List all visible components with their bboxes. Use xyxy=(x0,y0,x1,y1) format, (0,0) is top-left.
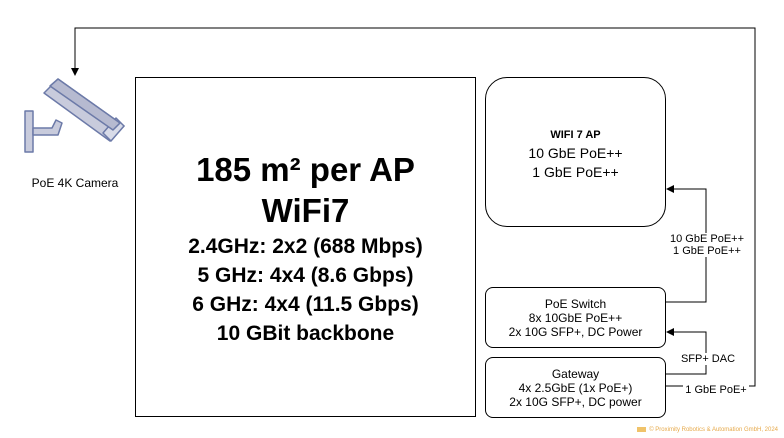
ap-title: WIFI 7 AP xyxy=(550,129,601,141)
coverage-area-text: 185 m² per AP xyxy=(196,151,415,188)
wifi7-ap-box: WIFI 7 AP 10 GbE PoE++ 1 GbE PoE++ xyxy=(485,77,666,227)
copyright-text: © Proximity Robotics & Automation GmbH, … xyxy=(649,427,778,433)
company-logo-icon xyxy=(637,426,647,432)
band-6ghz-text: 6 GHz: 4x4 (11.5 Gbps) xyxy=(192,293,419,316)
switch-ports: 8x 10GbE PoE++ xyxy=(528,311,623,325)
switch-ap-link-label: 10 GbE PoE++ 1 GbE PoE++ xyxy=(666,233,748,257)
switch-uplinks: 2x 10G SFP+, DC Power xyxy=(508,325,643,339)
gateway-camera-link-label: 1 GbE PoE+ xyxy=(683,384,749,396)
gateway-box: Gateway 4x 2.5GbE (1x PoE+) 2x 10G SFP+,… xyxy=(485,357,666,418)
switch-ap-link-line1: 10 GbE PoE++ xyxy=(670,233,744,245)
poe-switch-box: PoE Switch 8x 10GbE PoE++ 2x 10G SFP+, D… xyxy=(485,287,666,348)
gateway-switch-link-label: SFP+ DAC xyxy=(679,353,737,365)
ap-port-2: 1 GbE PoE++ xyxy=(532,164,619,180)
gateway-title: Gateway xyxy=(551,367,600,381)
ap-port-1: 10 GbE PoE++ xyxy=(528,145,623,161)
band-5ghz-text: 5 GHz: 4x4 (8.6 Gbps) xyxy=(197,264,414,287)
security-camera-icon xyxy=(24,78,125,153)
coverage-spec-box: 185 m² per AP WiFi7 2.4GHz: 2x2 (688 Mbp… xyxy=(135,77,476,417)
band-24ghz-text: 2.4GHz: 2x2 (688 Mbps) xyxy=(188,235,423,258)
backbone-text: 10 GBit backbone xyxy=(216,322,395,345)
camera-label: PoE 4K Camera xyxy=(31,176,119,190)
copyright-footer: © Proximity Robotics & Automation GmbH, … xyxy=(637,426,778,433)
switch-title: PoE Switch xyxy=(544,297,607,311)
gateway-uplinks: 2x 10G SFP+, DC power xyxy=(509,395,642,409)
gateway-ports: 4x 2.5GbE (1x PoE+) xyxy=(518,381,633,395)
wifi-standard-text: WiFi7 xyxy=(261,192,350,229)
switch-ap-link-line2: 1 GbE PoE++ xyxy=(673,245,741,257)
